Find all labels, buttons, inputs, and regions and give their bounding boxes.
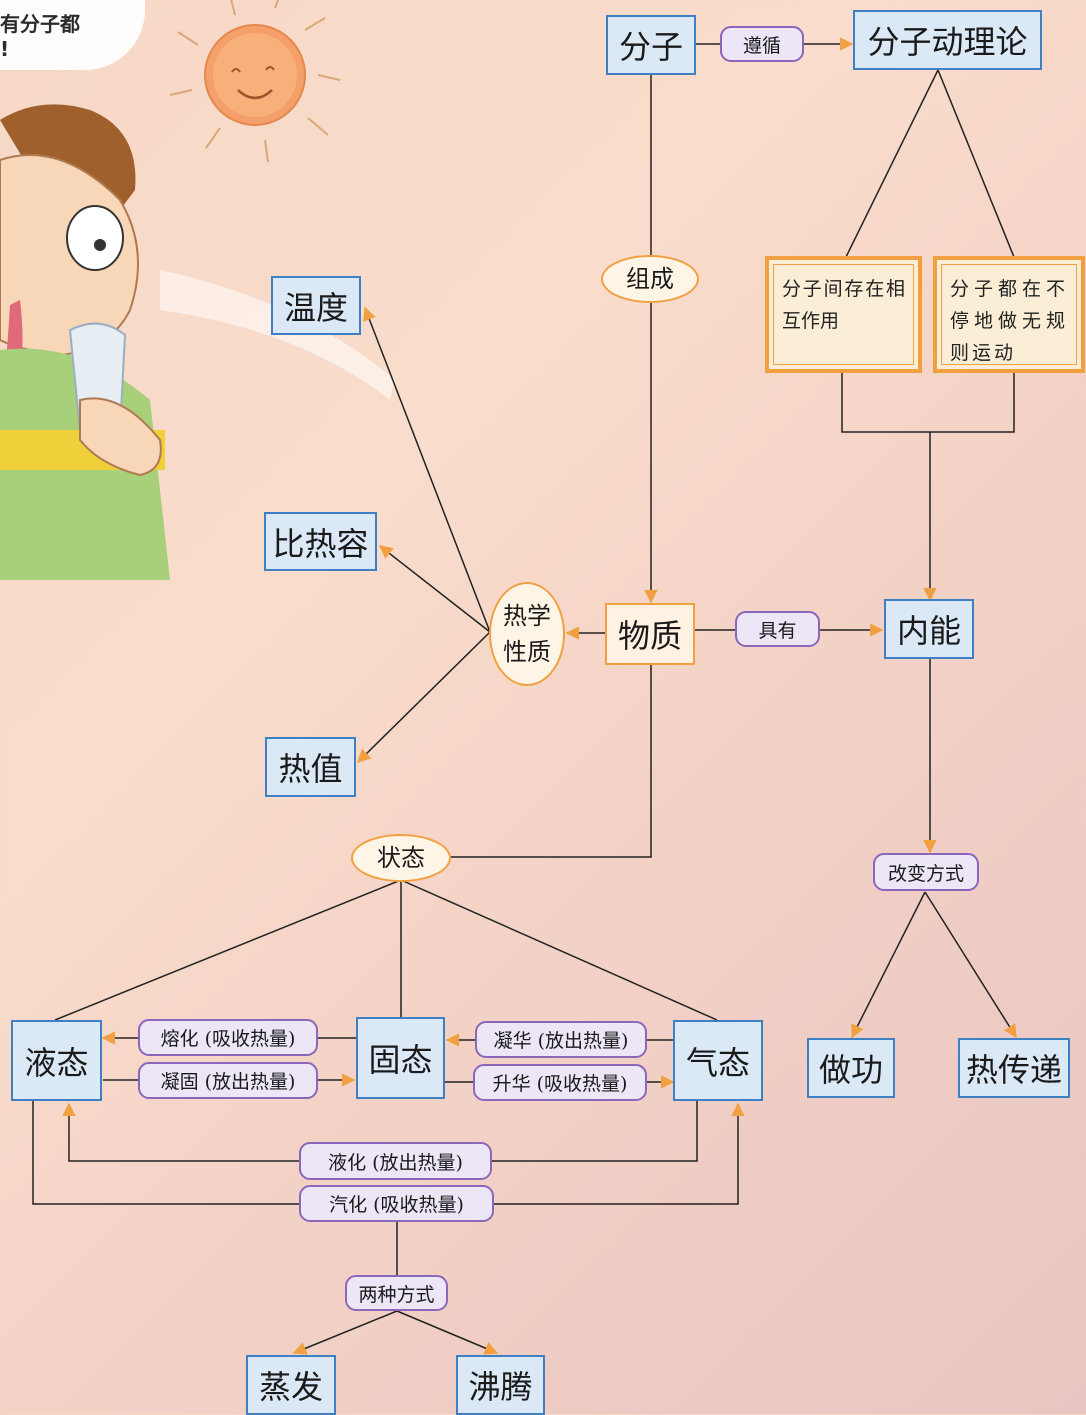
label-zunxun: 遵循 <box>720 26 804 62</box>
rexue-line1: 热学 <box>503 602 551 630</box>
sun-illustration <box>170 0 341 163</box>
node-qitai: 气态 <box>673 1020 763 1101</box>
label-yehua: 液化 (放出热量) <box>299 1142 492 1180</box>
boy-illustration <box>0 104 395 580</box>
node-zuogong: 做功 <box>807 1038 895 1098</box>
node-rezhi: 热值 <box>265 737 356 797</box>
label-shenghua: 升华 (吸收热量) <box>473 1064 647 1101</box>
node-fenzidonglilun: 分子动理论 <box>853 10 1042 70</box>
node-bireyong: 比热容 <box>264 512 377 571</box>
label-ninggu: 凝固 (放出热量) <box>138 1062 318 1099</box>
node-feiteng: 沸腾 <box>456 1355 545 1415</box>
speech-bubble: 有分子都! <box>0 0 145 70</box>
label-qihua: 汽化 (吸收热量) <box>299 1185 494 1222</box>
label-juyou: 具有 <box>735 611 820 647</box>
rexue-line2: 性质 <box>503 638 551 666</box>
node-fenzi: 分子 <box>606 15 696 75</box>
node-wuzhi: 物质 <box>605 603 695 665</box>
node-rechuandi: 热传递 <box>958 1038 1070 1098</box>
node-neineng: 内能 <box>884 599 974 659</box>
label-ronghua: 熔化 (吸收热量) <box>138 1019 318 1056</box>
node-rexuexingzhi: 热学性质 <box>489 582 565 686</box>
label-zhuangtai: 状态 <box>351 834 451 882</box>
node-zhengfa: 蒸发 <box>246 1355 336 1415</box>
speech-text: 有分子都! <box>0 12 80 61</box>
label-ninghua: 凝华 (放出热量) <box>475 1021 647 1058</box>
node-gutai: 固态 <box>356 1017 445 1099</box>
node-wendu: 温度 <box>271 276 361 335</box>
node-xianghuzuoyong: 分子间存在相互作用 <box>765 256 922 373</box>
label-gaibianfangshi: 改变方式 <box>873 853 979 891</box>
label-liangzhongfangshi: 两种方式 <box>345 1275 448 1311</box>
node-buting: 分子都在不停地做无规则运动 <box>933 256 1085 373</box>
label-zucheng: 组成 <box>601 255 699 303</box>
node-yetai: 液态 <box>11 1020 102 1101</box>
